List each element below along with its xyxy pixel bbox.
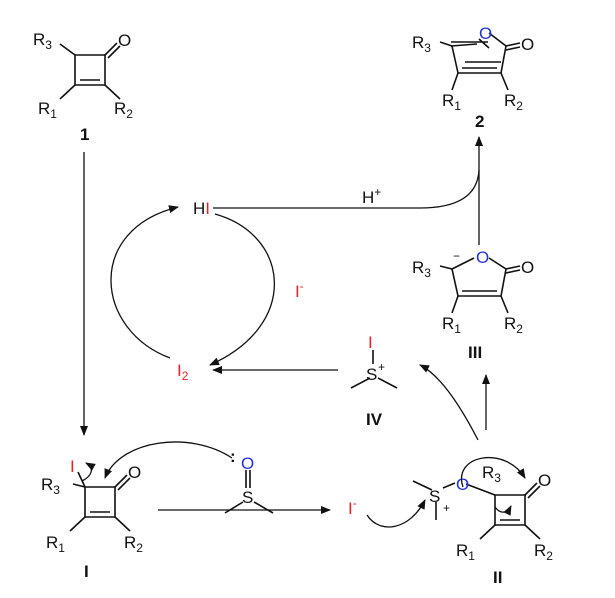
carbonyl-oxygen-I: O xyxy=(128,463,141,482)
proton-label: H+ xyxy=(362,185,381,207)
compound-label-2: 2 xyxy=(475,112,484,131)
r2-label-III: R2 xyxy=(504,314,523,336)
compound-label-III: III xyxy=(468,343,482,362)
iodide-nucleophile: I- xyxy=(348,496,357,518)
bond-shift-arrow xyxy=(494,505,512,516)
oxygen-lone-pair: : xyxy=(230,447,236,466)
r1-label-I: R1 xyxy=(46,533,65,555)
compound-I: O I R3 R1 R2 I xyxy=(41,457,143,581)
r1-label-2: R1 xyxy=(442,91,461,113)
hi-label: HI xyxy=(193,199,210,218)
compound-IV: I S + IV xyxy=(350,333,398,429)
carbanion-charge: − xyxy=(453,249,460,263)
compound-label-II: II xyxy=(493,568,502,587)
r1-label-1: R1 xyxy=(38,99,57,121)
r3-label-I: R3 xyxy=(41,475,60,497)
cycle-arrow-right xyxy=(209,213,275,366)
r3-label-III: R3 xyxy=(412,258,431,280)
ring-oxygen-2: O xyxy=(479,24,492,43)
carbonyl-oxygen-III: O xyxy=(521,258,534,277)
c-i-cleavage-arrow xyxy=(81,462,96,482)
iodide-label: I- xyxy=(295,279,304,301)
carbonyl-oxygen-II: O xyxy=(538,471,551,490)
proton-transfer-arrow xyxy=(213,169,480,209)
dmso-sulfur: S xyxy=(242,488,253,507)
cycle-arrow-left xyxy=(110,205,179,359)
ring-expansion-arrow xyxy=(460,456,526,488)
compound-III: O O − R3 R1 R2 III xyxy=(412,248,534,362)
dmso-molecule: O : S xyxy=(224,447,274,514)
i2-label: I2 xyxy=(177,361,189,383)
sulfonium-charge-II: + xyxy=(443,501,450,515)
iodide-attack-arrow xyxy=(366,499,426,528)
compound-label-1: 1 xyxy=(80,125,89,144)
iodine-I: I xyxy=(70,457,75,476)
carbonyl-oxygen-2: O xyxy=(521,35,534,54)
compound-label-IV: IV xyxy=(366,410,383,429)
compound-II: O O S + R3 R1 R2 II xyxy=(412,463,553,587)
r2-label-1: R2 xyxy=(114,99,133,121)
r2-label-II: R2 xyxy=(534,541,553,563)
r3-label-II: R3 xyxy=(482,463,501,485)
r3-label-1: R3 xyxy=(33,30,52,52)
compound-1: O R3 R1 R2 1 xyxy=(33,30,133,144)
dmso-oxygen: O xyxy=(241,454,254,473)
r2-label-I: R2 xyxy=(124,533,143,555)
dmso-attack-arrow xyxy=(104,441,233,479)
iodine-IV: I xyxy=(368,333,373,352)
compound-label-I: I xyxy=(84,562,89,581)
r1-label-II: R1 xyxy=(456,541,475,563)
r2-label-2: R2 xyxy=(504,91,523,113)
sulfonium-charge-IV: + xyxy=(378,360,385,374)
iodine-cycle: HI I- I2 xyxy=(110,199,304,383)
compound-2: O O R3 R1 R2 2 xyxy=(412,24,534,131)
sulfur-IV: S xyxy=(366,365,377,384)
ring-oxygen-III: O xyxy=(476,248,489,267)
r3-label-2: R3 xyxy=(412,33,431,55)
sulfur-II: S xyxy=(429,487,440,506)
r1-label-III: R1 xyxy=(442,314,461,336)
carbonyl-oxygen-1: O xyxy=(118,31,131,50)
ii-to-iv-arrow xyxy=(419,364,479,441)
